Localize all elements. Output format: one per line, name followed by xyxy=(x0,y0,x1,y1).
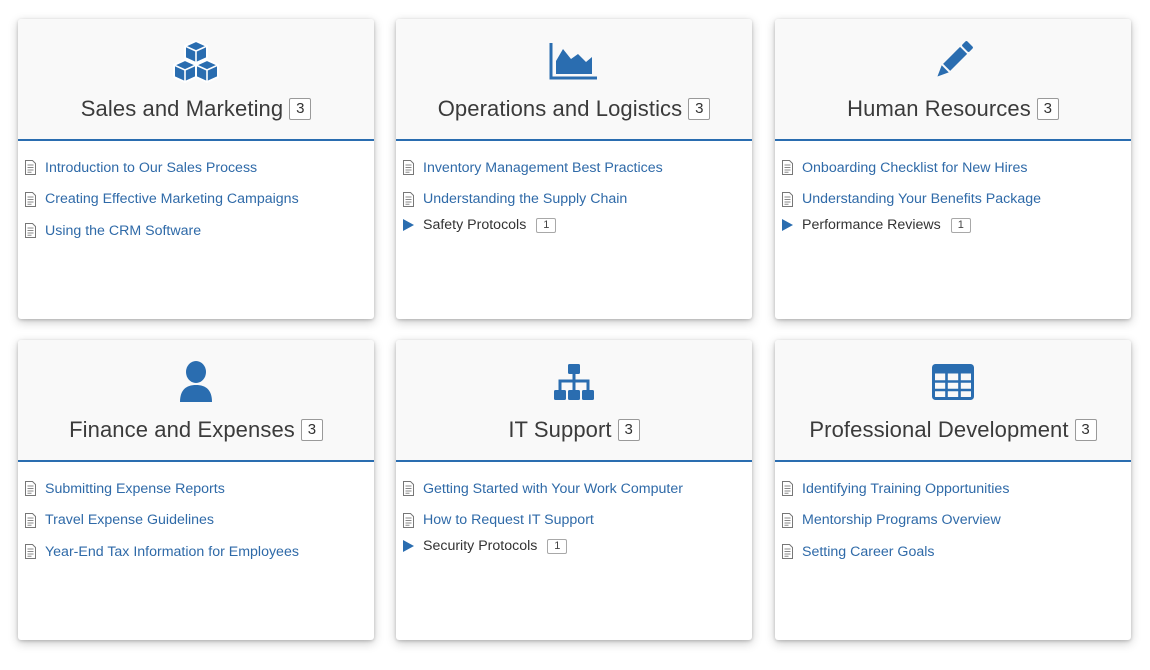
document-icon xyxy=(403,512,414,528)
subcategory-toggle-safety-protocols[interactable]: Safety Protocols 1 xyxy=(402,212,752,238)
article-title: Mentorship Programs Overview xyxy=(802,512,1001,529)
article-link[interactable]: Getting Started with Your Work Computer xyxy=(402,473,752,505)
article-link[interactable]: Onboarding Checklist for New Hires xyxy=(781,152,1131,184)
document-icon xyxy=(403,160,414,176)
card-header: Human Resources 3 xyxy=(775,19,1131,141)
caret-right-icon xyxy=(403,219,414,231)
pencil-icon xyxy=(926,39,980,83)
subcategory-toggle-performance-reviews[interactable]: Performance Reviews 1 xyxy=(781,212,1131,238)
card-header: Finance and Expenses 3 xyxy=(18,340,374,462)
user-icon xyxy=(169,360,223,404)
caret-right-icon xyxy=(403,540,414,552)
article-link[interactable]: Year-End Tax Information for Employees xyxy=(24,536,374,568)
document-icon xyxy=(403,191,414,207)
article-title: Setting Career Goals xyxy=(802,543,935,560)
article-link[interactable]: Identifying Training Opportunities xyxy=(781,473,1131,505)
category-card-operations-and-logistics: Operations and Logistics 3 Inventory Man… xyxy=(396,19,752,319)
article-link[interactable]: Creating Effective Marketing Campaigns xyxy=(24,184,374,216)
article-title: Introduction to Our Sales Process xyxy=(45,159,258,176)
document-icon xyxy=(782,544,793,560)
article-list: Identifying Training Opportunities Mento… xyxy=(775,462,1131,568)
document-icon xyxy=(25,544,36,560)
document-icon xyxy=(25,481,36,497)
table-icon xyxy=(926,360,980,404)
article-title: Submitting Expense Reports xyxy=(45,480,225,497)
article-link[interactable]: Inventory Management Best Practices xyxy=(402,152,752,184)
article-link[interactable]: Introduction to Our Sales Process xyxy=(24,152,374,184)
card-header: Professional Development 3 xyxy=(775,340,1131,462)
article-list: Introduction to Our Sales Process Creati… xyxy=(18,141,374,247)
document-icon xyxy=(403,481,414,497)
article-link[interactable]: Setting Career Goals xyxy=(781,536,1131,568)
card-header: Operations and Logistics 3 xyxy=(396,19,752,141)
category-card-professional-development: Professional Development 3 Identifying T… xyxy=(775,340,1131,640)
card-header: IT Support 3 xyxy=(396,340,752,462)
document-icon xyxy=(782,160,793,176)
article-link[interactable]: Understanding the Supply Chain xyxy=(402,184,752,216)
article-title: Creating Effective Marketing Campaigns xyxy=(45,191,299,208)
count-badge: 3 xyxy=(1074,419,1097,441)
card-title: IT Support xyxy=(508,417,612,442)
card-title: Finance and Expenses xyxy=(69,417,295,442)
card-title: Professional Development xyxy=(809,417,1069,442)
article-title: How to Request IT Support xyxy=(423,512,594,529)
article-title: Inventory Management Best Practices xyxy=(423,159,663,176)
card-title: Operations and Logistics xyxy=(437,96,683,121)
subcategory-count-badge: 1 xyxy=(950,217,971,233)
article-list: Submitting Expense Reports Travel Expens… xyxy=(18,462,374,568)
article-title: Year-End Tax Information for Employees xyxy=(45,543,299,560)
count-badge: 3 xyxy=(289,98,312,120)
category-card-it-support: IT Support 3 Getting Started with Your W… xyxy=(396,340,752,640)
document-icon xyxy=(25,160,36,176)
article-link[interactable]: Mentorship Programs Overview xyxy=(781,505,1131,537)
category-card-finance-and-expenses: Finance and Expenses 3 Submitting Expens… xyxy=(18,340,374,640)
article-list: Inventory Management Best Practices Unde… xyxy=(396,141,752,238)
caret-right-icon xyxy=(782,219,793,231)
card-title: Human Resources xyxy=(847,96,1031,121)
sitemap-icon xyxy=(547,360,601,404)
article-link[interactable]: How to Request IT Support xyxy=(402,505,752,537)
category-card-human-resources: Human Resources 3 Onboarding Checklist f… xyxy=(775,19,1131,319)
category-card-sales-and-marketing: Sales and Marketing 3 Introduction to Ou… xyxy=(18,19,374,319)
subcategory-count-badge: 1 xyxy=(536,217,557,233)
article-title: Identifying Training Opportunities xyxy=(802,480,1010,497)
article-list: Getting Started with Your Work Computer … xyxy=(396,462,752,559)
cubes-icon xyxy=(169,39,223,83)
article-title: Understanding Your Benefits Package xyxy=(802,191,1041,208)
subcategory-title: Safety Protocols xyxy=(423,217,527,233)
count-badge: 3 xyxy=(617,419,640,441)
article-link[interactable]: Submitting Expense Reports xyxy=(24,473,374,505)
document-icon xyxy=(782,191,793,207)
subcategory-count-badge: 1 xyxy=(547,538,568,554)
article-link[interactable]: Travel Expense Guidelines xyxy=(24,505,374,537)
document-icon xyxy=(25,223,36,239)
article-link[interactable]: Using the CRM Software xyxy=(24,215,374,247)
document-icon xyxy=(25,191,36,207)
card-header: Sales and Marketing 3 xyxy=(18,19,374,141)
document-icon xyxy=(782,481,793,497)
article-title: Onboarding Checklist for New Hires xyxy=(802,159,1028,176)
article-title: Travel Expense Guidelines xyxy=(45,512,215,529)
count-badge: 3 xyxy=(688,98,711,120)
area-chart-icon xyxy=(547,39,601,83)
article-link[interactable]: Understanding Your Benefits Package xyxy=(781,184,1131,216)
document-icon xyxy=(25,512,36,528)
subcategory-title: Security Protocols xyxy=(423,538,538,554)
article-title: Getting Started with Your Work Computer xyxy=(423,480,683,497)
count-badge: 3 xyxy=(1036,98,1059,120)
document-icon xyxy=(782,512,793,528)
article-list: Onboarding Checklist for New Hires Under… xyxy=(775,141,1131,238)
subcategory-title: Performance Reviews xyxy=(802,217,941,233)
card-title: Sales and Marketing xyxy=(80,96,284,121)
count-badge: 3 xyxy=(300,419,323,441)
subcategory-toggle-security-protocols[interactable]: Security Protocols 1 xyxy=(402,533,752,559)
article-title: Understanding the Supply Chain xyxy=(423,191,628,208)
article-title: Using the CRM Software xyxy=(45,222,202,239)
